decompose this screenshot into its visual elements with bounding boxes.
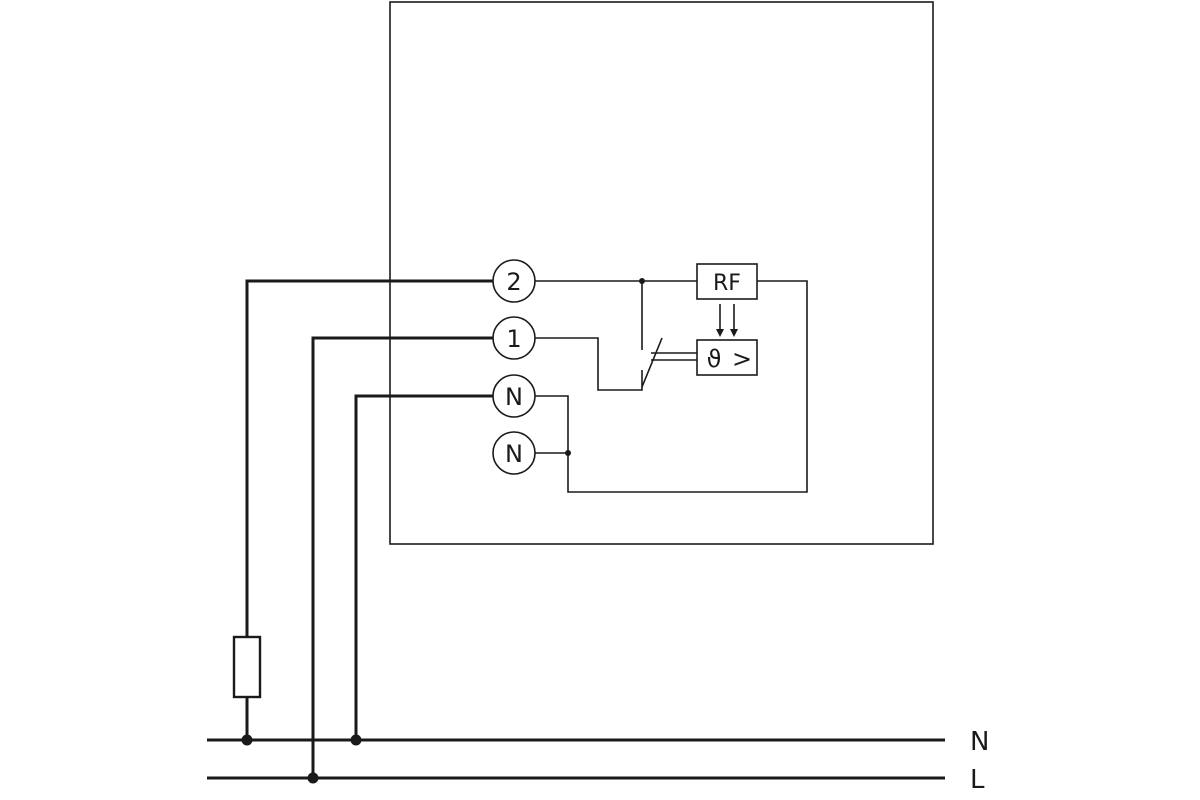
- wire-terminal-1-to-line: [311, 336, 493, 778]
- wire-rf-to-neutral-return: [567, 280, 808, 493]
- comparator-symbol: >: [732, 345, 752, 373]
- terminal-1-label: 1: [506, 325, 521, 353]
- neutral-bus-label: N: [970, 727, 989, 757]
- junction-dot-icon: [307, 772, 319, 784]
- terminal-n-1[interactable]: [492, 374, 536, 418]
- terminal-2[interactable]: [492, 259, 536, 303]
- line-bus-label: L: [970, 765, 985, 795]
- terminal-1[interactable]: [492, 316, 536, 360]
- temperature-controller-box: [696, 339, 758, 376]
- wire-neutral-internal: [535, 395, 569, 454]
- terminal-n-2[interactable]: [492, 431, 536, 475]
- junction-dot-icon: [565, 450, 571, 456]
- rf-module-label: RF: [713, 271, 741, 296]
- resistor-load-icon: [232, 635, 262, 699]
- junction-dot-icon: [241, 734, 253, 746]
- junction-dot-icon: [350, 734, 362, 746]
- terminal-n-1-label: N: [505, 383, 523, 411]
- terminal-n-2-label: N: [505, 440, 523, 468]
- device-housing: [389, 1, 934, 545]
- wire-terminal-1-to-switch: [535, 337, 643, 391]
- temperature-symbol: ϑ: [707, 345, 722, 373]
- junction-dot-icon: [639, 278, 645, 284]
- wire-terminal-2-to-load: [245, 279, 493, 637]
- terminal-2-label: 2: [506, 268, 521, 296]
- switch-contact-icon: [641, 337, 663, 388]
- rf-module-box: [696, 263, 758, 300]
- wire-terminal-n-to-neutral: [354, 394, 493, 740]
